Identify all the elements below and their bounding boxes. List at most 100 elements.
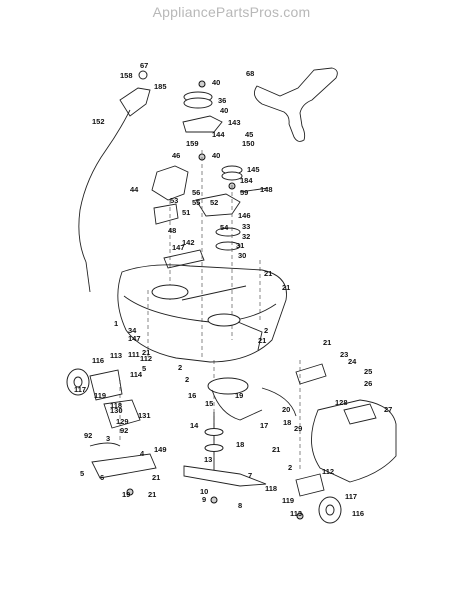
callout-67: 67 <box>140 61 148 70</box>
callout-116: 116 <box>352 509 364 518</box>
callout-142: 142 <box>182 238 195 247</box>
callout-117: 117 <box>74 385 86 394</box>
callout-56: 56 <box>192 188 200 197</box>
callout-128: 128 <box>335 398 348 407</box>
callout-36: 36 <box>218 96 226 105</box>
callout-40: 40 <box>220 106 228 115</box>
callout-21: 21 <box>282 283 290 292</box>
callout-113: 113 <box>110 351 122 360</box>
callout-18: 18 <box>283 418 291 427</box>
callout-6: 6 <box>100 473 104 482</box>
callout-17: 17 <box>260 421 268 430</box>
callout-54: 54 <box>220 223 229 232</box>
callout-5: 5 <box>80 469 84 478</box>
callout-29: 29 <box>294 424 302 433</box>
callout-119: 119 <box>94 391 106 400</box>
callout-116: 116 <box>92 356 104 365</box>
callout-59: 59 <box>240 188 248 197</box>
callout-46: 46 <box>172 151 180 160</box>
drive-belt <box>253 67 338 142</box>
callout-144: 144 <box>212 130 225 139</box>
callout-92: 92 <box>120 426 128 435</box>
callout-158: 158 <box>120 71 133 80</box>
callout-21: 21 <box>142 348 150 357</box>
callout-112: 112 <box>140 354 152 363</box>
callout-26: 26 <box>364 379 372 388</box>
callout-52: 52 <box>210 198 218 207</box>
left-front-wheel <box>66 368 157 496</box>
upper-pulley-assembly <box>151 80 269 269</box>
callout-44: 44 <box>130 185 139 194</box>
callout-53: 53 <box>170 196 178 205</box>
callout-32: 32 <box>242 232 250 241</box>
callout-19: 19 <box>122 490 130 499</box>
callout-92: 92 <box>84 431 92 440</box>
callout-146: 146 <box>238 211 251 220</box>
callout-114: 114 <box>130 370 143 379</box>
callout-21: 21 <box>148 490 156 499</box>
callout-21: 21 <box>323 338 331 347</box>
callout-8: 8 <box>238 501 242 510</box>
callout-129: 129 <box>116 417 129 426</box>
callout-148: 148 <box>260 185 273 194</box>
callout-5: 5 <box>142 364 146 373</box>
callout-113: 113 <box>290 509 302 518</box>
callout-184: 184 <box>240 176 253 185</box>
callout-21: 21 <box>264 269 272 278</box>
callout-20: 20 <box>282 405 290 414</box>
callout-21: 21 <box>258 336 266 345</box>
callout-18: 18 <box>236 440 244 449</box>
callout-145: 145 <box>247 165 260 174</box>
callout-117: 117 <box>345 492 357 501</box>
callout-48: 48 <box>168 226 176 235</box>
callout-10: 10 <box>200 487 208 496</box>
callout-45: 45 <box>245 130 253 139</box>
callout-13: 13 <box>204 455 212 464</box>
callout-147: 147 <box>172 243 185 252</box>
spindle-and-blade <box>183 377 297 504</box>
callout-7: 7 <box>248 471 252 480</box>
callout-118: 118 <box>265 484 277 493</box>
callout-27: 27 <box>384 405 392 414</box>
callout-2: 2 <box>185 375 189 384</box>
callout-143: 143 <box>228 118 241 127</box>
callout-21: 21 <box>152 473 160 482</box>
callout-152: 152 <box>92 117 105 126</box>
callout-130: 130 <box>110 406 123 415</box>
callout-25: 25 <box>364 367 372 376</box>
callout-149: 149 <box>154 445 167 454</box>
callout-118: 118 <box>110 401 122 410</box>
callout-185: 185 <box>154 82 167 91</box>
callout-55: 55 <box>192 198 200 207</box>
callout-68: 68 <box>246 69 254 78</box>
watermark: AppliancePartsPros.com <box>152 4 311 20</box>
callout-14: 14 <box>190 421 199 430</box>
callout-2: 2 <box>264 326 268 335</box>
callout-3: 3 <box>106 434 110 443</box>
callout-119: 119 <box>282 496 294 505</box>
callout-9: 9 <box>202 495 206 504</box>
control-cable <box>78 70 151 293</box>
callout-23: 23 <box>340 350 348 359</box>
callout-131: 131 <box>138 411 151 420</box>
callout-21: 21 <box>272 445 280 454</box>
callout-150: 150 <box>242 139 255 148</box>
callout-147: 147 <box>128 334 141 343</box>
callout-16: 16 <box>188 391 196 400</box>
right-rear-wheel-and-shield <box>295 363 397 524</box>
callout-30: 30 <box>238 251 246 260</box>
callout-40: 40 <box>212 78 220 87</box>
callout-4: 4 <box>140 449 145 458</box>
callout-40: 40 <box>212 151 220 160</box>
callout-51: 51 <box>182 208 190 217</box>
callout-159: 159 <box>186 139 199 148</box>
callout-34: 34 <box>128 326 137 335</box>
callout-2: 2 <box>178 363 182 372</box>
callout-33: 33 <box>242 222 250 231</box>
callout-31: 31 <box>236 241 244 250</box>
callout-112: 112 <box>322 467 334 476</box>
callout-2: 2 <box>288 463 292 472</box>
mower-deck <box>117 264 287 363</box>
